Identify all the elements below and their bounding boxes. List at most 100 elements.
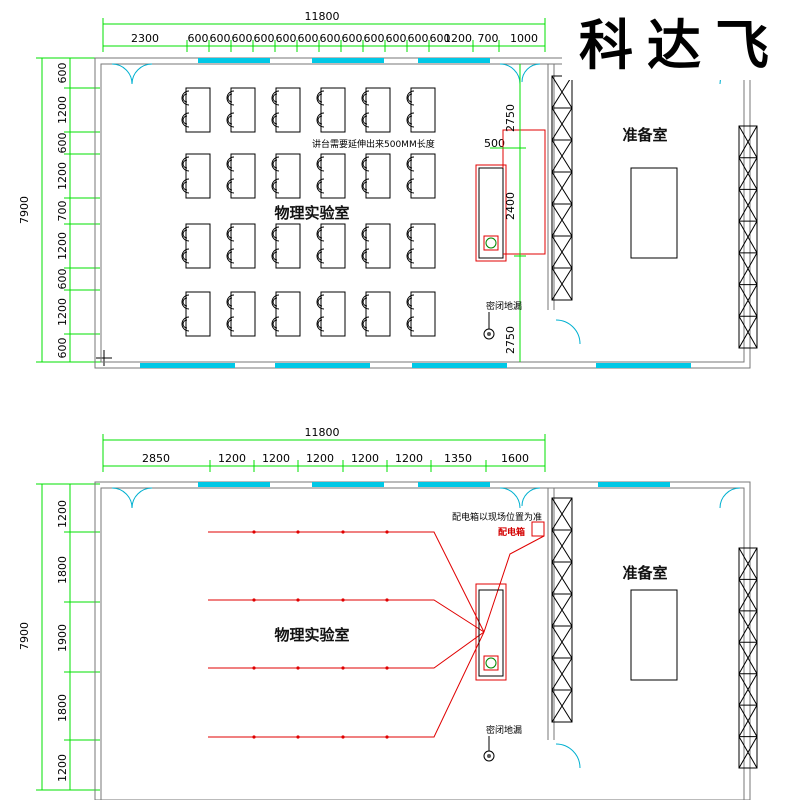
shelf-cell bbox=[738, 252, 758, 286]
top-left-seg-6: 600 bbox=[56, 269, 69, 290]
bottom-box-label: 配电箱 bbox=[498, 526, 525, 538]
lab-desk bbox=[361, 87, 391, 133]
bottom-seg-4: 1200 bbox=[351, 452, 379, 465]
bottom-left-seg-2: 1900 bbox=[56, 624, 69, 652]
shelf-cell bbox=[738, 704, 758, 738]
top-overall-height: 7900 bbox=[18, 196, 31, 224]
shelf-cell bbox=[738, 125, 758, 159]
top-right-dimension-lines bbox=[490, 64, 526, 362]
shelf-cell bbox=[551, 497, 573, 531]
top-right-seg-1: 2400 bbox=[504, 192, 517, 220]
bottom-wiring-lines bbox=[208, 521, 545, 738]
bottom-seg-5: 1200 bbox=[395, 452, 423, 465]
bottom-seg-1: 1200 bbox=[218, 452, 246, 465]
top-prep-label: 准备室 bbox=[622, 126, 667, 144]
top-seg-12: 600 bbox=[430, 32, 451, 45]
top-platform-extra: 500 bbox=[484, 137, 505, 150]
shelf-cell bbox=[551, 625, 573, 659]
bottom-overall-height: 7900 bbox=[18, 622, 31, 650]
bottom-box-position-note: 配电箱以现场位置为准 bbox=[452, 511, 542, 523]
lab-desk bbox=[271, 153, 301, 199]
lab-desk bbox=[316, 87, 346, 133]
top-seg-1: 600 bbox=[188, 32, 209, 45]
bottom-prep-table bbox=[630, 589, 678, 681]
lab-desk bbox=[361, 291, 391, 337]
top-left-seg-4: 700 bbox=[56, 201, 69, 222]
top-walls bbox=[94, 57, 751, 369]
top-crosshair-marker bbox=[96, 350, 112, 366]
shelf-cell bbox=[551, 203, 573, 237]
lab-desk bbox=[406, 87, 436, 133]
bottom-seg-2: 1200 bbox=[262, 452, 290, 465]
shelf-cell bbox=[551, 235, 573, 269]
bottom-left-dimension-lines bbox=[36, 483, 100, 791]
bottom-prep-shelves bbox=[551, 497, 758, 769]
lab-desk bbox=[181, 223, 211, 269]
bottom-windows bbox=[198, 482, 670, 487]
top-left-seg-7: 1200 bbox=[56, 298, 69, 326]
lab-desk bbox=[316, 223, 346, 269]
bottom-drain-icon bbox=[483, 736, 495, 762]
shelf-cell bbox=[738, 316, 758, 349]
top-seg-11: 600 bbox=[408, 32, 429, 45]
lab-desk bbox=[226, 223, 256, 269]
bottom-sink-icon bbox=[483, 655, 499, 671]
shelf-cell bbox=[551, 171, 573, 205]
shelf-cell bbox=[738, 284, 758, 317]
lab-desk bbox=[181, 153, 211, 199]
lab-desk bbox=[271, 291, 301, 337]
bottom-platform bbox=[478, 589, 504, 677]
top-platform-wiring bbox=[475, 129, 546, 262]
top-desk-grid bbox=[181, 87, 436, 337]
lab-desk bbox=[226, 153, 256, 199]
top-overall-width: 11800 bbox=[305, 10, 340, 23]
top-seg-4: 600 bbox=[254, 32, 275, 45]
top-seg-13: 1200 bbox=[444, 32, 472, 45]
top-seg-5: 600 bbox=[276, 32, 297, 45]
shelf-cell bbox=[551, 593, 573, 627]
top-plan: 11800 2300 600 600 600 600 bbox=[18, 10, 758, 369]
top-seg-6: 600 bbox=[298, 32, 319, 45]
top-platform-note: 讲台需要延伸出来500MM长度 bbox=[312, 138, 435, 150]
top-left-segment-labels: 600 1200 600 1200 700 1200 600 1200 600 bbox=[56, 63, 69, 359]
top-windows bbox=[140, 58, 691, 368]
shelf-cell bbox=[738, 610, 758, 643]
top-seg-7: 600 bbox=[320, 32, 341, 45]
top-seg-2: 600 bbox=[210, 32, 231, 45]
top-platform bbox=[478, 167, 504, 259]
lab-desk bbox=[226, 291, 256, 337]
top-doors bbox=[111, 63, 741, 345]
bottom-doors bbox=[111, 487, 741, 769]
shelf-cell bbox=[738, 642, 758, 675]
lab-desk bbox=[316, 291, 346, 337]
brand-text: 科达飞 bbox=[579, 12, 783, 77]
shelf-cell bbox=[738, 673, 758, 706]
bottom-plan: 11800 2850 1200 1200 1200 1200 1200 1350… bbox=[18, 426, 758, 800]
shelf-cell bbox=[551, 139, 573, 173]
top-seg-0: 2300 bbox=[131, 32, 159, 45]
top-left-seg-5: 1200 bbox=[56, 232, 69, 260]
bottom-wiring-dots bbox=[252, 530, 389, 739]
top-prep-shelves bbox=[551, 75, 758, 349]
shelf-cell bbox=[738, 579, 758, 612]
shelf-cell bbox=[738, 157, 758, 190]
bottom-left-segment-labels: 1200 1800 1900 1800 1200 bbox=[56, 500, 69, 782]
lab-desk bbox=[406, 153, 436, 199]
bottom-left-seg-3: 1800 bbox=[56, 694, 69, 722]
lab-desk bbox=[271, 223, 301, 269]
bottom-seg-6: 1350 bbox=[444, 452, 472, 465]
lab-desk bbox=[181, 87, 211, 133]
top-right-segment-labels: 2750 2400 2750 bbox=[504, 104, 517, 354]
top-segment-labels: 2300 600 600 600 600 600 600 600 600 600… bbox=[131, 32, 538, 45]
lab-desk bbox=[316, 153, 346, 199]
lab-desk bbox=[361, 223, 391, 269]
shelf-cell bbox=[551, 657, 573, 691]
shelf-cell bbox=[738, 736, 758, 769]
bottom-segment-labels: 2850 1200 1200 1200 1200 1200 1350 1600 bbox=[142, 452, 529, 465]
top-lab-label: 物理实验室 bbox=[274, 204, 349, 222]
top-seg-15: 1000 bbox=[510, 32, 538, 45]
top-left-seg-8: 600 bbox=[56, 338, 69, 359]
bottom-seg-3: 1200 bbox=[306, 452, 334, 465]
top-seg-14: 700 bbox=[478, 32, 499, 45]
bottom-seg-7: 1600 bbox=[501, 452, 529, 465]
